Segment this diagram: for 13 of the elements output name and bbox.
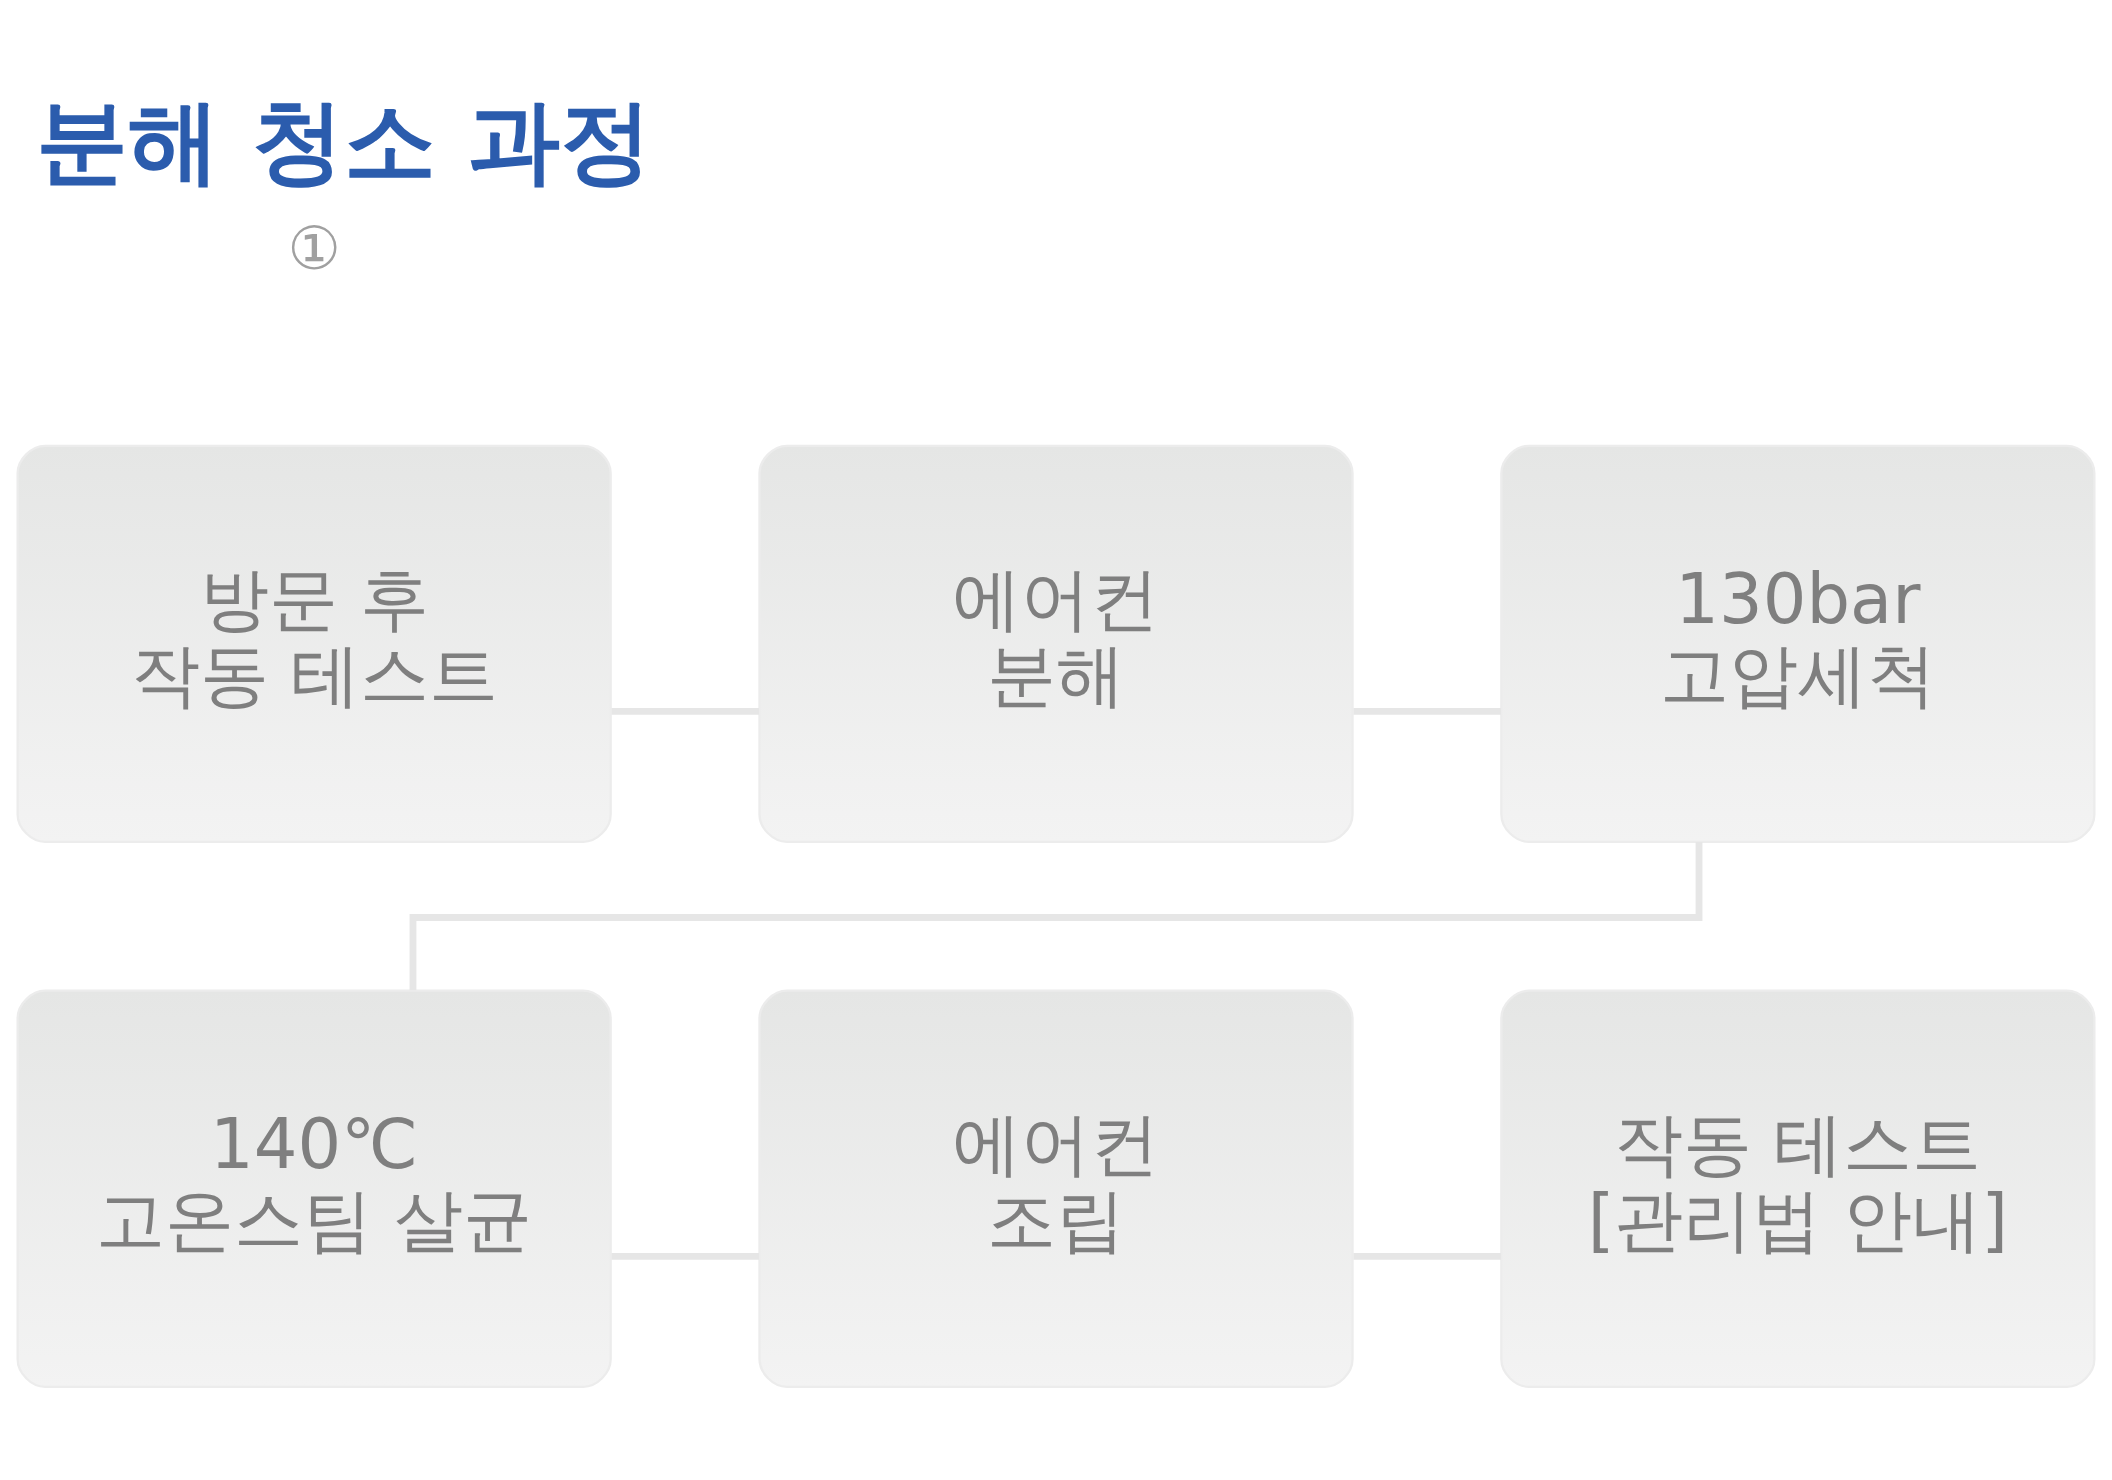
connector [611,707,760,715]
connector [1353,707,1501,715]
connector [409,841,1703,991]
node-box: 방문 후 작동 테스트 [16,444,612,844]
node-box: 에어컨 분해 [758,444,1354,844]
node-box: 130bar 고압세척 [1500,444,2096,844]
connector [1353,1252,1501,1260]
node-box: 140℃ 고온스팀 살균 [16,989,612,1388]
label: ① [287,214,341,284]
node-box: 작동 테스트 [관리법 안내] [1500,989,2096,1388]
connector [611,1252,760,1260]
node-box: 에어컨 조립 [758,989,1354,1388]
diagram-title: 분해 청소 과정 [35,88,652,196]
